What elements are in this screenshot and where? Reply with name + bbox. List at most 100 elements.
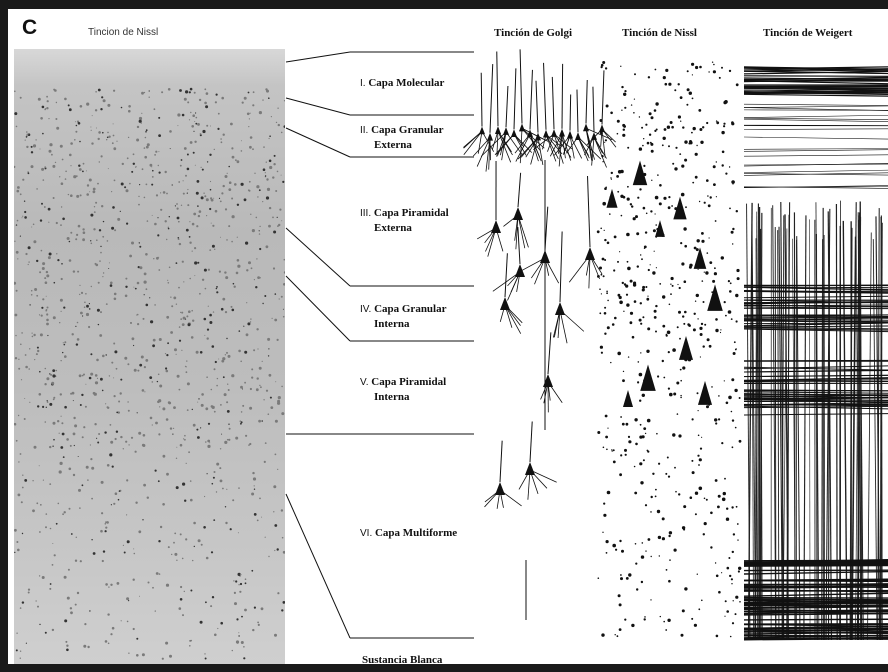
nissl-cell: [675, 147, 677, 149]
nissl-cell: [666, 569, 668, 571]
nissl-cell: [621, 550, 624, 553]
nissl-cell: [645, 231, 647, 233]
nissl-cell: [735, 294, 738, 297]
tangential-fiber: [744, 635, 888, 636]
nissl-cell: [665, 629, 667, 631]
nissl-cell: [731, 578, 733, 580]
nissl-cell: [729, 575, 731, 577]
nissl-cell: [665, 83, 668, 86]
nissl-cell: [672, 285, 674, 287]
nissl-cell: [653, 229, 656, 232]
nissl-cell: [689, 92, 692, 95]
nissl-cell: [643, 165, 645, 167]
nissl-cell: [668, 206, 671, 209]
nissl-cell: [698, 109, 701, 112]
nissl-cell: [668, 145, 670, 147]
nissl-cell: [720, 332, 721, 333]
nissl-cell: [680, 96, 683, 99]
layer-3-label: III. Capa Piramidal Externa: [360, 206, 449, 236]
nissl-cell: [721, 442, 723, 444]
nissl-cell: [604, 142, 605, 143]
nissl-cell: [716, 196, 717, 197]
nissl-cell: [731, 378, 734, 381]
nissl-cell: [670, 121, 673, 124]
nissl-cell: [635, 443, 638, 446]
nissl-cell: [699, 327, 702, 330]
nissl-cell: [701, 323, 703, 325]
nissl-cell: [654, 316, 657, 319]
pyramidal-cell: [707, 284, 723, 310]
layer-4-label: IV. Capa Granular Interna: [360, 302, 447, 332]
nissl-cell: [635, 543, 637, 545]
nissl-cell: [728, 557, 730, 559]
nissl-cell: [633, 282, 636, 285]
apical-dendrite: [562, 64, 563, 129]
golgi-drawing: [463, 49, 616, 620]
apical-dendrite: [548, 332, 551, 374]
nissl-cell: [612, 451, 613, 452]
nissl-cell: [707, 338, 710, 341]
nissl-cell: [620, 416, 622, 418]
nissl-cell: [626, 303, 629, 306]
nissl-cell: [739, 440, 742, 443]
nissl-cell: [692, 418, 694, 420]
connector-line: [286, 276, 350, 341]
nissl-cell: [641, 127, 643, 129]
tangential-fiber: [744, 317, 888, 318]
pyramidal-cell: [698, 381, 712, 405]
nissl-cell: [632, 336, 635, 339]
nissl-cell: [732, 228, 734, 230]
nissl-cell: [672, 433, 675, 436]
nissl-cell: [617, 191, 619, 193]
nissl-cell: [607, 326, 610, 329]
nissl-cell: [617, 120, 620, 123]
nissl-cell: [734, 341, 736, 343]
nissl-cell: [668, 83, 671, 86]
nissl-cell: [620, 574, 622, 576]
nissl-cell: [631, 104, 632, 105]
nissl-cell: [651, 556, 652, 557]
nissl-cell: [633, 112, 635, 114]
apical-dendrite: [500, 441, 502, 482]
nissl-cell: [619, 296, 622, 299]
nissl-cell: [639, 373, 643, 377]
nissl-cell: [619, 540, 621, 542]
nissl-cell: [604, 230, 605, 231]
nissl-cell: [623, 129, 625, 131]
nissl-cell: [643, 207, 646, 210]
nissl-cell: [695, 153, 698, 156]
nissl-cell: [667, 126, 670, 129]
nissl-cell: [668, 388, 670, 390]
nissl-cell: [600, 119, 603, 122]
nissl-cell: [680, 121, 681, 122]
tangential-fiber: [744, 566, 888, 567]
nissl-cell: [663, 137, 666, 140]
nissl-cell: [607, 428, 608, 429]
nissl-cell: [683, 323, 685, 325]
nissl-cell: [680, 369, 682, 371]
nissl-cell: [657, 375, 659, 377]
nissl-cell: [704, 324, 706, 326]
nissl-cell: [716, 120, 717, 121]
nissl-cell: [639, 400, 641, 402]
nissl-cell: [725, 600, 727, 602]
nissl-cell: [718, 591, 721, 594]
nissl-cell: [678, 493, 680, 495]
nissl-cell: [721, 256, 724, 259]
nissl-cell: [698, 608, 700, 610]
nissl-cell: [642, 286, 645, 289]
nissl-cell: [701, 240, 704, 243]
nissl-cell: [709, 237, 710, 238]
nissl-cell: [633, 217, 636, 220]
nissl-cell: [620, 577, 623, 580]
nissl-cell: [601, 293, 602, 294]
neuron-soma: [515, 264, 525, 277]
nissl-cell: [611, 179, 612, 180]
nissl-cell: [727, 567, 730, 570]
nissl-cell: [682, 315, 684, 317]
nissl-cell: [630, 321, 633, 324]
nissl-cell: [703, 301, 705, 303]
nissl-cell: [694, 313, 696, 315]
nissl-cell: [663, 377, 665, 379]
nissl-cell: [606, 449, 608, 451]
